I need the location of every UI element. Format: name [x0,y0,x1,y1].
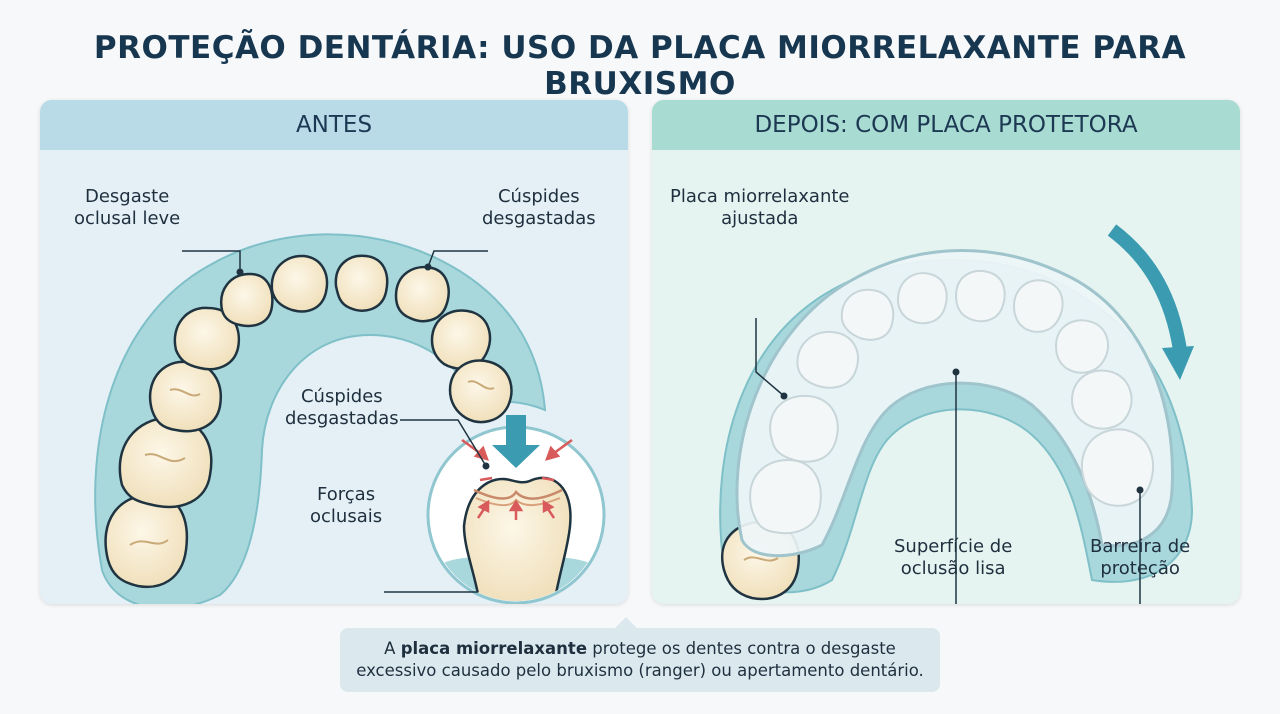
caption-box: A placa miorrelaxante protege os dentes … [340,628,940,692]
before-panel-header: ANTES [40,100,628,150]
page-title: PROTEÇÃO DENTÁRIA: USO DA PLACA MIORRELA… [93,30,1187,102]
zoomed-tooth [462,476,572,601]
caption-line-2: excessivo causado pelo bruxismo (ranger)… [356,661,924,680]
cusps-mid-label: Cúspides desgastadas [285,386,399,429]
cusps-top-label: Cúspides desgastadas [482,186,596,229]
before-arch-illustration [94,233,606,604]
surface-label: Superfície de oclusão lisa [894,536,1013,579]
caption-pointer [614,617,638,629]
tooth-fissures [129,380,495,546]
caption-line-1: A placa miorrelaxante protege os dentes … [384,639,896,658]
barrier-label: Barreira de proteção [1090,536,1191,579]
after-panel: DEPOIS: COM PLACA PROTETORA [652,100,1240,604]
force-arrow-down [492,415,540,468]
after-panel-header: DEPOIS: COM PLACA PROTETORA [652,100,1240,150]
forces-label: Forças oclusais [310,484,383,527]
splint-label: Placa miorrelaxante ajustada [670,186,850,229]
curved-arrow [1107,224,1187,352]
wear-label: Desgaste oclusal leve [74,186,181,229]
tooth [104,254,513,589]
after-arch-illustration [719,224,1194,604]
before-panel: ANTES [40,100,628,604]
